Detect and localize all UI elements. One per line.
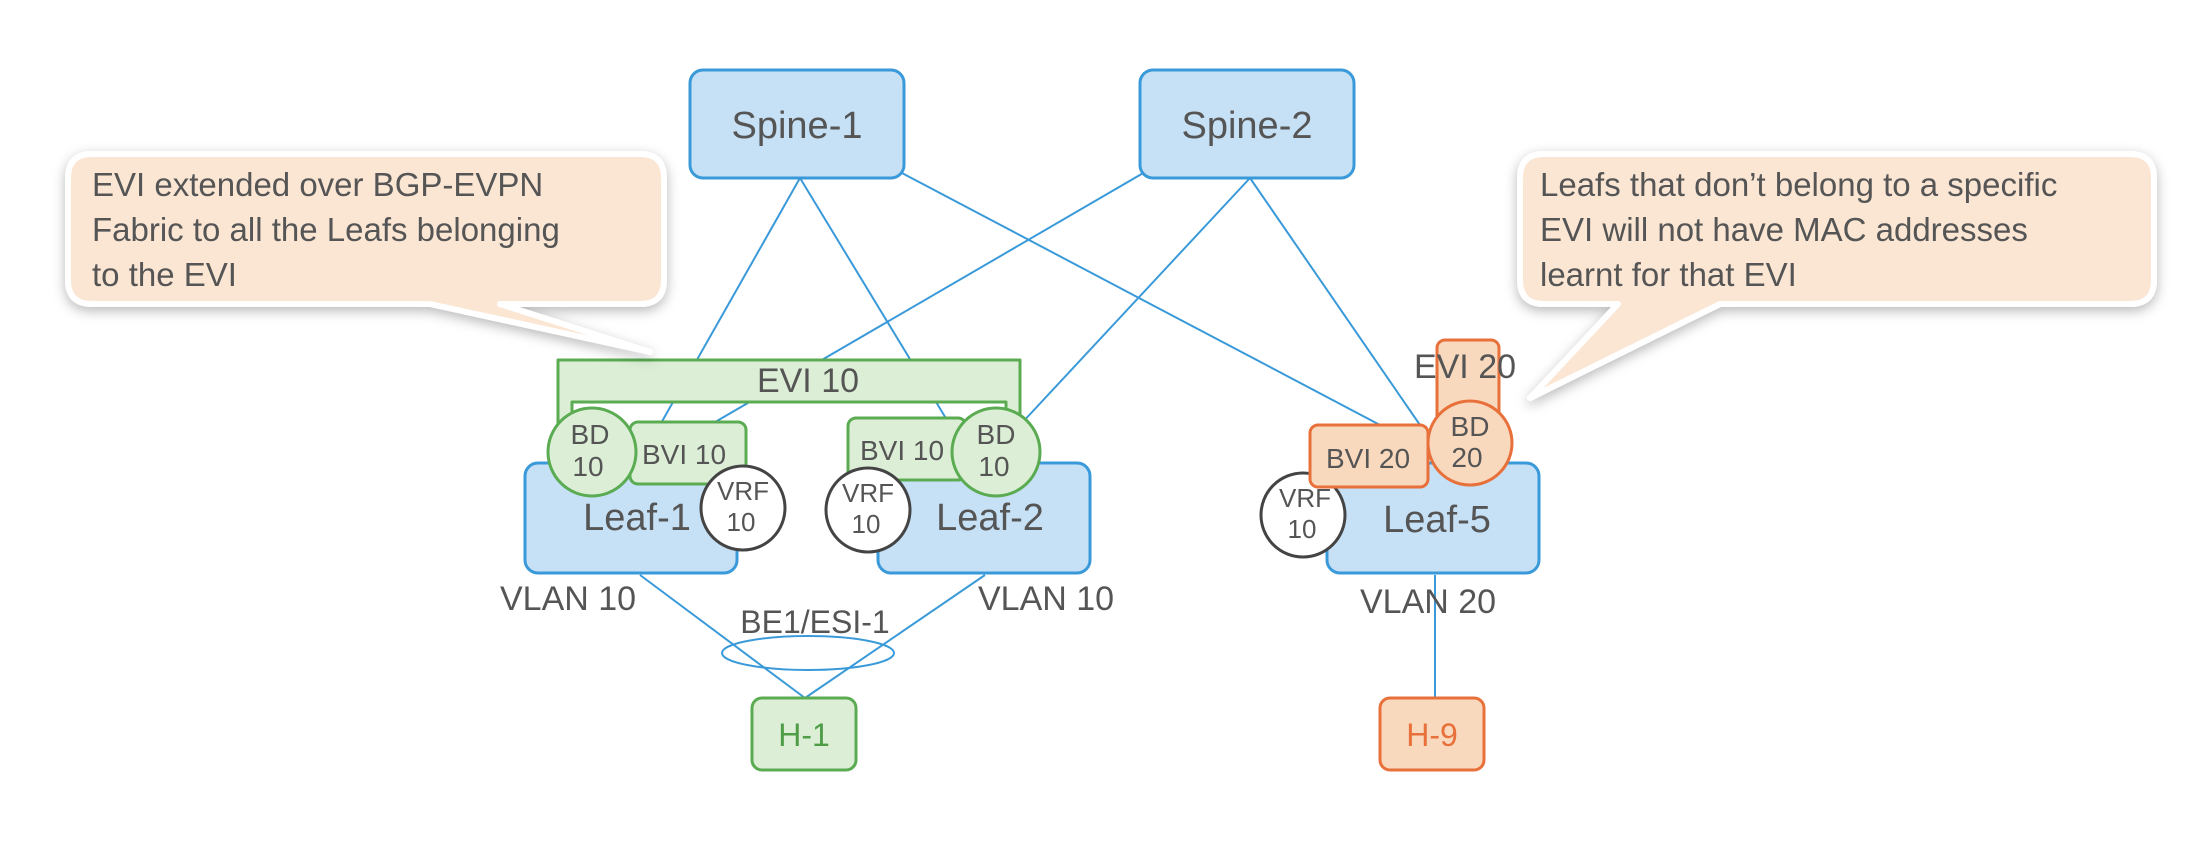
host-h1[interactable]: H-1 — [750, 696, 858, 772]
callout-right-line-3: learnt for that EVI — [1540, 256, 1797, 293]
callout-left-line-2: Fabric to all the Leafs belonging — [92, 211, 560, 248]
bundle-label: BE1/ESI-1 — [740, 604, 889, 640]
bvi-10-leaf2-label: BVI 10 — [860, 435, 944, 466]
vlan-10-leaf1-label: VLAN 10 — [500, 580, 636, 618]
bd-20-leaf5-label-top: BD — [1451, 411, 1490, 442]
callout-right-line-1: Leafs that don’t belong to a specific — [1540, 166, 2057, 203]
bd-20-leaf5-label-bottom: 20 — [1451, 442, 1482, 473]
link-spine2-leaf5 — [1249, 177, 1421, 426]
spine-2-label: Spine-2 — [1182, 105, 1313, 147]
bvi-10-leaf1-label: BVI 10 — [642, 439, 726, 470]
vrf-10-leaf5-label-bottom: 10 — [1288, 514, 1317, 544]
bvi-20-leaf5[interactable]: BVI 20 — [1308, 423, 1430, 489]
callout-right-shape — [1517, 151, 2157, 401]
vrf-10-leaf1-label-top: VRF — [717, 476, 769, 506]
bd-10-leaf1[interactable]: BD 10 — [546, 406, 638, 498]
callout-left: EVI extended over BGP-EVPN Fabric to all… — [65, 151, 667, 355]
vrf-10-leaf1-label-bottom: 10 — [727, 507, 756, 537]
vrf-10-leaf2-label-top: VRF — [842, 478, 894, 508]
callout-left-line-3: to the EVI — [92, 256, 237, 293]
evi-10-label: EVI 10 — [757, 362, 859, 400]
evi-20-label: EVI 20 — [1414, 348, 1516, 386]
link-spine2-leaf2 — [1019, 177, 1251, 426]
bd-10-leaf2-label-bottom: 10 — [978, 451, 1009, 482]
evi-10-group: EVI 10 — [556, 358, 1022, 427]
vrf-10-leaf1[interactable]: VRF 10 — [699, 464, 787, 552]
host-h9[interactable]: H-9 — [1378, 696, 1486, 772]
leaf-2-label: Leaf-2 — [936, 497, 1044, 539]
vlan-10-leaf2-label: VLAN 10 — [978, 580, 1114, 618]
bd-10-leaf2-label-top: BD — [977, 419, 1016, 450]
bd-10-leaf1-label-bottom: 10 — [572, 451, 603, 482]
vrf-10-leaf2[interactable]: VRF 10 — [824, 466, 912, 554]
spine-1-label: Spine-1 — [732, 105, 863, 147]
callout-left-shape — [65, 151, 667, 355]
vrf-10-leaf2-label-bottom: 10 — [852, 509, 881, 539]
leaf-1-label: Leaf-1 — [583, 497, 691, 539]
spine-1[interactable]: Spine-1 — [688, 68, 906, 180]
bundle-ellipse — [721, 635, 895, 671]
bd-20-leaf5[interactable]: BD 20 — [1426, 399, 1514, 487]
link-spine1-leaf5 — [899, 171, 1381, 426]
bvi-10-leaf1[interactable]: BVI 10 — [628, 420, 748, 486]
bd-10-leaf2[interactable]: BD 10 — [950, 406, 1042, 498]
callout-right: Leafs that don’t belong to a specific EV… — [1517, 151, 2157, 401]
bvi-20-leaf5-label: BVI 20 — [1326, 443, 1410, 474]
link-leaf1-h1 — [639, 574, 806, 699]
callout-left-line-1: EVI extended over BGP-EVPN — [92, 166, 543, 203]
vlan-20-leaf5-label: VLAN 20 — [1360, 583, 1496, 621]
leaf-5-label: Leaf-5 — [1383, 499, 1491, 541]
link-leaf2-h1 — [804, 574, 986, 699]
host-h1-label: H-1 — [778, 717, 830, 753]
bvi-10-leaf2[interactable]: BVI 10 — [846, 416, 968, 482]
callout-right-line-2: EVI will not have MAC addresses — [1540, 211, 2028, 248]
host-h9-label: H-9 — [1406, 717, 1458, 753]
spine-2[interactable]: Spine-2 — [1138, 68, 1356, 180]
bd-10-leaf1-label-top: BD — [571, 419, 610, 450]
